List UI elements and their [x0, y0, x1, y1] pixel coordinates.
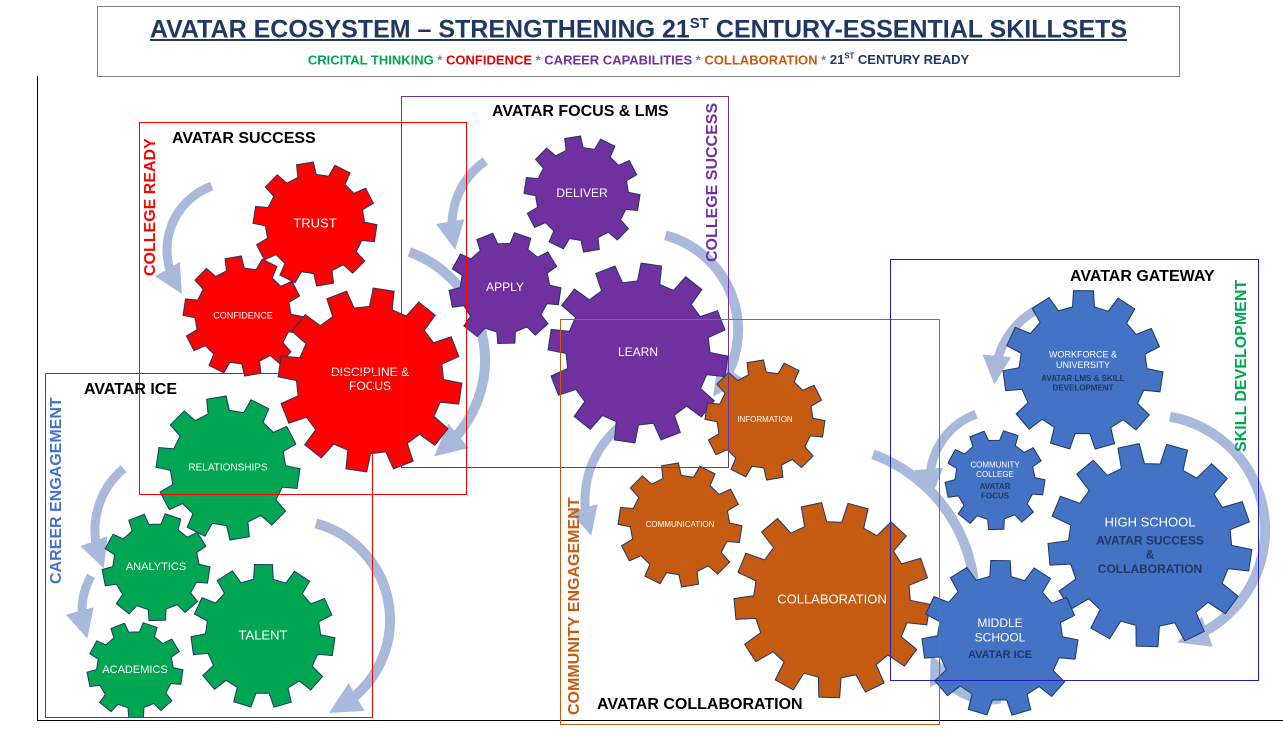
gear-workforce-shape — [1002, 290, 1164, 450]
arrow-gateway-right — [1169, 411, 1271, 647]
gear-apply: APPLY — [448, 232, 562, 345]
gear-highschool-label: HIGH SCHOOL — [1104, 515, 1195, 530]
gear-highschool-sublabel: COLLABORATION — [1098, 562, 1202, 576]
gear-highschool-shape — [1047, 443, 1253, 648]
gear-academics-shape — [86, 622, 184, 719]
gear-collaboration: COLLABORATION — [733, 502, 931, 699]
gear-relationships-shape — [155, 395, 301, 541]
gear-academics-label: ACADEMICS — [102, 664, 167, 676]
arrow-ice-mid — [65, 573, 96, 639]
gear-community-label: COLLEGE — [976, 470, 1014, 479]
gear-workforce-sublabel: AVATAR LMS & SKILL — [1041, 374, 1125, 383]
arrow-focus-left — [436, 157, 488, 250]
gear-academics: ACADEMICS — [86, 622, 184, 719]
vlabel-career-engagement: CAREER ENGAGEMENT — [48, 397, 65, 584]
gear-collaboration-shape — [733, 502, 931, 699]
gear-relationships: RELATIONSHIPS — [155, 395, 301, 541]
gear-highschool-sublabel: & — [1146, 548, 1155, 562]
subtitle-career: CAREER CAPABILITIES — [544, 52, 693, 68]
gear-deliver-shape — [523, 135, 641, 253]
gear-community-sublabel: AVATAR — [980, 482, 1011, 491]
gear-information-label: INFORMATION — [737, 415, 793, 424]
vlabel-skill-development: SKILL DEVELOPMENT — [1233, 279, 1250, 452]
frame-avatar-ice — [45, 373, 373, 718]
gear-trust: TRUST — [252, 161, 378, 287]
gear-learn: LEARN — [547, 262, 729, 444]
gear-analytics: ANALYTICS — [101, 513, 211, 622]
arrow-gateway-top — [982, 306, 1038, 385]
page-subtitle: CRICITAL THINKING * CONFIDENCE * CAREER … — [307, 52, 970, 68]
gear-discipline-label: FOCUS — [349, 379, 391, 393]
gear-community-sublabel: FOCUS — [981, 491, 1010, 500]
gear-workforce-sublabel: DEVELOPMENT — [1053, 384, 1114, 393]
gear-analytics-label: ANALYTICS — [126, 561, 186, 573]
gear-talent-shape — [190, 563, 336, 708]
subtitle-collaboration: COLLABORATION — [704, 52, 818, 68]
subtitle-confidence: CONFIDENCE — [446, 52, 532, 68]
frame-avatar-focus — [401, 96, 729, 468]
arrow-ice-right — [314, 518, 396, 714]
gear-discipline: DISCIPLINE &FOCUS — [277, 287, 463, 473]
vlabel-college-success: COLLEGE SUCCESS — [704, 102, 721, 262]
frame-avatar-success — [139, 122, 467, 495]
gear-middle-shape — [921, 559, 1079, 716]
label-avatar-focus: AVATAR FOCUS & LMS — [492, 103, 669, 120]
title-box: AVATAR ECOSYSTEM – STRENGTHENING 21ST CE… — [97, 6, 1180, 77]
gear-confidence-label: CONFIDENCE — [213, 310, 273, 320]
gear-information-shape — [704, 359, 826, 481]
gear-middle-sublabel: AVATAR ICE — [968, 649, 1032, 661]
vlabel-community-engagement: COMMUNITY ENGAGEMENT — [566, 497, 583, 715]
gear-analytics-shape — [101, 513, 211, 622]
gear-trust-shape — [252, 161, 378, 287]
arrow-ice-left — [80, 465, 127, 569]
gear-middle-label: SCHOOL — [975, 631, 1026, 645]
page-title: AVATAR ECOSYSTEM – STRENGTHENING 21ST CE… — [149, 15, 1128, 44]
gear-discipline-label: DISCIPLINE & — [331, 365, 409, 379]
label-avatar-success: AVATAR SUCCESS — [172, 130, 316, 147]
gear-highschool: HIGH SCHOOL AVATAR SUCCESS&COLLABORATION — [1047, 443, 1253, 648]
gear-workforce-label: WORKFORCE & — [1049, 349, 1117, 359]
gear-community-label: COMMUNITY — [970, 461, 1020, 470]
arrow-focus-right — [664, 230, 745, 397]
gear-confidence: CONFIDENCE — [182, 255, 304, 377]
gear-middle-label: MIDDLE — [977, 616, 1022, 630]
label-avatar-collaboration: AVATAR COLLABORATION — [597, 696, 803, 713]
gear-learn-label: LEARN — [618, 345, 658, 359]
arrow-gateway-left — [914, 409, 978, 498]
vlabel-college-ready: COLLEGE READY — [142, 138, 159, 276]
gear-workforce-label: UNIVERSITY — [1056, 360, 1110, 370]
gear-apply-label: APPLY — [486, 280, 524, 294]
gear-trust-label: TRUST — [293, 215, 336, 230]
gear-communication: COMMUNICATION — [617, 462, 743, 588]
frame-avatar-gateway — [890, 259, 1259, 681]
gear-relationships-label: RELATIONSHIPS — [188, 463, 268, 474]
gear-workforce: WORKFORCE &UNIVERSITY AVATAR LMS & SKILLD… — [1002, 290, 1164, 450]
gear-community-shape — [944, 430, 1046, 531]
gear-talent-label: TALENT — [239, 627, 288, 642]
gear-confidence-shape — [182, 255, 304, 377]
page-border — [37, 76, 1283, 721]
gear-communication-label: COMMUNICATION — [646, 520, 715, 529]
gear-deliver-label: DELIVER — [556, 186, 608, 200]
gear-deliver: DELIVER — [523, 135, 641, 253]
gear-highschool-sublabel: AVATAR SUCCESS — [1096, 533, 1204, 547]
gear-learn-shape — [547, 262, 729, 444]
gear-collaboration-label: COLLABORATION — [777, 591, 887, 606]
gear-discipline-shape — [277, 287, 463, 473]
label-avatar-gateway: AVATAR GATEWAY — [1070, 268, 1215, 285]
gear-communication-shape — [617, 462, 743, 588]
arrow-success-left — [154, 181, 214, 294]
gear-information: INFORMATION — [704, 359, 826, 481]
gear-talent: TALENT — [190, 563, 336, 708]
frame-avatar-collaboration — [560, 319, 940, 725]
subtitle-ready: 21ST CENTURY READY — [829, 52, 970, 68]
label-avatar-ice: AVATAR ICE — [84, 381, 178, 398]
gear-apply-shape — [448, 232, 562, 345]
subtitle-critical: CRICITAL THINKING — [307, 52, 434, 68]
